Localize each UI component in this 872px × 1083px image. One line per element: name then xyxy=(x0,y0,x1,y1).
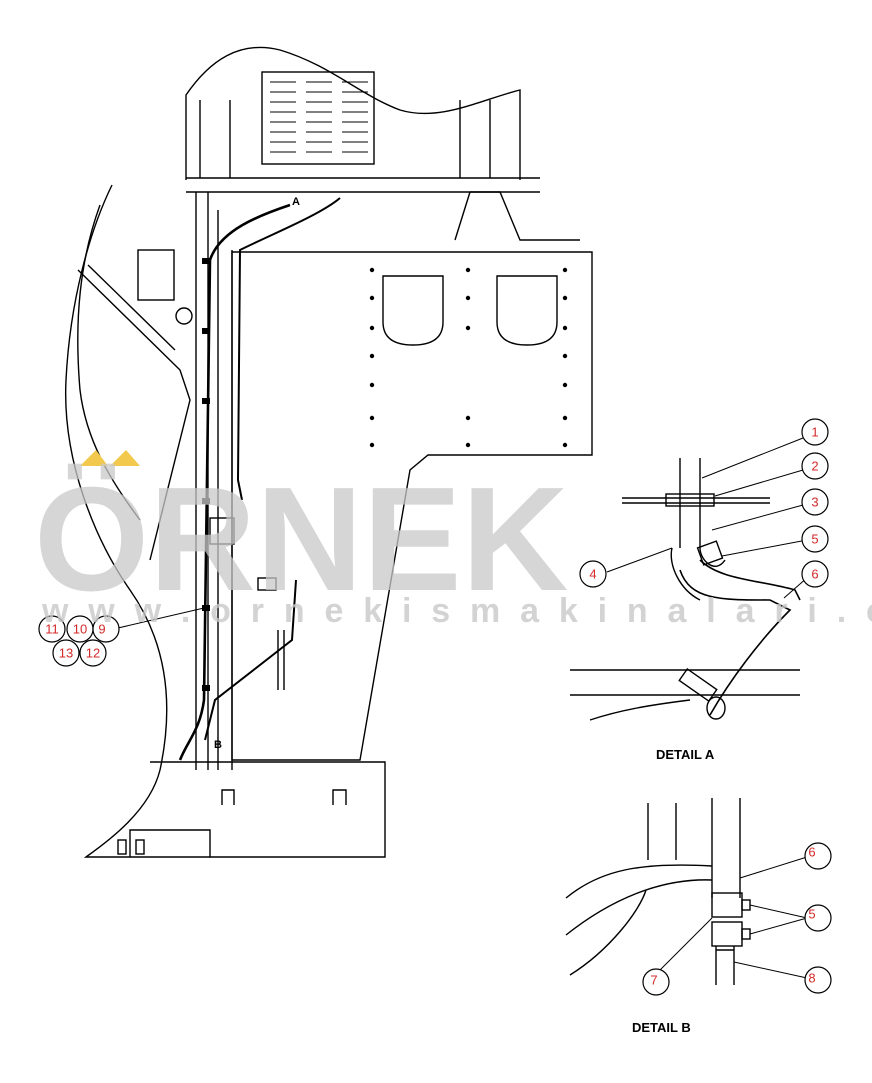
callout-b-7: 7 xyxy=(642,968,670,996)
callout-9: 9 xyxy=(92,615,120,643)
top-break-outline xyxy=(185,46,521,180)
detail-b-pipe-right xyxy=(711,798,741,898)
svg-text:2: 2 xyxy=(811,459,818,474)
detail-a-hose-end xyxy=(706,696,726,720)
left-bracket xyxy=(77,264,191,561)
main-assembly-view xyxy=(64,46,593,858)
detail-a-beam xyxy=(570,669,800,721)
detail-a-hose-clamp xyxy=(678,667,718,703)
svg-text:9: 9 xyxy=(98,622,105,637)
detail-a-view xyxy=(570,437,809,721)
detail-a-floor-plate xyxy=(622,497,770,504)
drain-hose xyxy=(204,579,297,741)
watermark-accent xyxy=(80,450,140,466)
right-support-arm xyxy=(454,191,580,241)
louvre-slots xyxy=(270,81,368,153)
base-foot-1 xyxy=(117,839,127,855)
left-break-outline xyxy=(64,184,210,858)
svg-text:6: 6 xyxy=(808,845,815,860)
detail-b-nut-upper xyxy=(741,899,751,911)
callout-5: 5 xyxy=(801,525,829,553)
louvre-panel xyxy=(261,71,375,165)
detail-b-leaders xyxy=(659,856,808,979)
base-plate-cutout-2 xyxy=(332,789,347,805)
lower-bracket-3 xyxy=(277,630,285,690)
detail-b-nut-lower xyxy=(741,928,751,940)
detail-b-clamp-lower xyxy=(711,921,743,947)
cover-plate xyxy=(231,251,593,761)
view-marker-a: A xyxy=(292,196,300,208)
callout-12: 12 xyxy=(79,639,107,667)
left-break-inner xyxy=(77,204,141,521)
svg-text:12: 12 xyxy=(86,646,100,661)
svg-text:4: 4 xyxy=(589,567,596,582)
lower-bracket-1 xyxy=(209,517,235,545)
svg-text:7: 7 xyxy=(650,973,657,988)
detail-a-grommet xyxy=(665,493,715,507)
detail-b-pipe-left xyxy=(647,803,677,860)
detail-a-label: DETAIL A xyxy=(656,747,715,762)
svg-text:5: 5 xyxy=(811,532,818,547)
filter-canister xyxy=(175,307,193,325)
detail-b-view xyxy=(565,798,808,985)
detail-a-leaders xyxy=(606,437,809,599)
callout-13: 13 xyxy=(52,639,80,667)
detail-b-label: DETAIL B xyxy=(632,1020,691,1035)
leader-9 xyxy=(117,607,205,629)
base-plate-cutout-1 xyxy=(221,789,235,805)
lower-bracket-2 xyxy=(257,577,277,591)
upper-frame xyxy=(186,100,540,193)
svg-text:3: 3 xyxy=(811,495,818,510)
detail-b-bend-hose xyxy=(565,864,713,976)
callout-b-8: 8 xyxy=(804,966,832,994)
svg-text:10: 10 xyxy=(73,622,87,637)
main-hose-run xyxy=(178,203,291,761)
callout-balloons: 1 2 3 5 6 4 11 10 9 13 12 6 5 7 8 xyxy=(38,418,832,996)
svg-text:6: 6 xyxy=(811,567,818,582)
base-plate xyxy=(129,761,386,858)
detail-b-hose-lower xyxy=(715,946,735,985)
watermark-brand: ÖRNEK xyxy=(34,457,568,622)
base-foot-2 xyxy=(135,839,145,855)
detail-a-hose xyxy=(679,559,801,716)
secondary-hose-run xyxy=(236,197,341,501)
view-marker-b: B xyxy=(214,739,222,751)
detail-a-clamp xyxy=(696,540,724,566)
detail-b-clamp-upper xyxy=(711,892,743,918)
callout-1: 1 xyxy=(801,418,829,446)
callout-2: 2 xyxy=(801,452,829,480)
cover-plate-bolts xyxy=(369,267,568,448)
cover-plate-window-left xyxy=(382,275,444,346)
svg-text:8: 8 xyxy=(808,971,815,986)
callout-4: 4 xyxy=(579,560,607,588)
svg-text:5: 5 xyxy=(808,907,815,922)
detail-a-elbow xyxy=(670,547,726,601)
svg-text:13: 13 xyxy=(59,646,73,661)
junction-box xyxy=(137,249,175,301)
callout-11: 11 xyxy=(38,615,66,643)
callout-10: 10 xyxy=(66,615,94,643)
callout-b-5: 5 xyxy=(804,904,832,932)
svg-text:11: 11 xyxy=(45,622,59,637)
callout-6: 6 xyxy=(801,560,829,588)
svg-text:1: 1 xyxy=(811,425,818,440)
watermark: ÖRNEK w w w . o r n e k i s m a k i n a … xyxy=(34,450,872,630)
callout-3: 3 xyxy=(801,488,829,516)
cover-plate-window-right xyxy=(496,275,558,346)
callout-b-6: 6 xyxy=(804,842,832,870)
hose-clamps xyxy=(202,258,210,691)
watermark-url: w w w . o r n e k i s m a k i n a l a r … xyxy=(41,592,872,630)
